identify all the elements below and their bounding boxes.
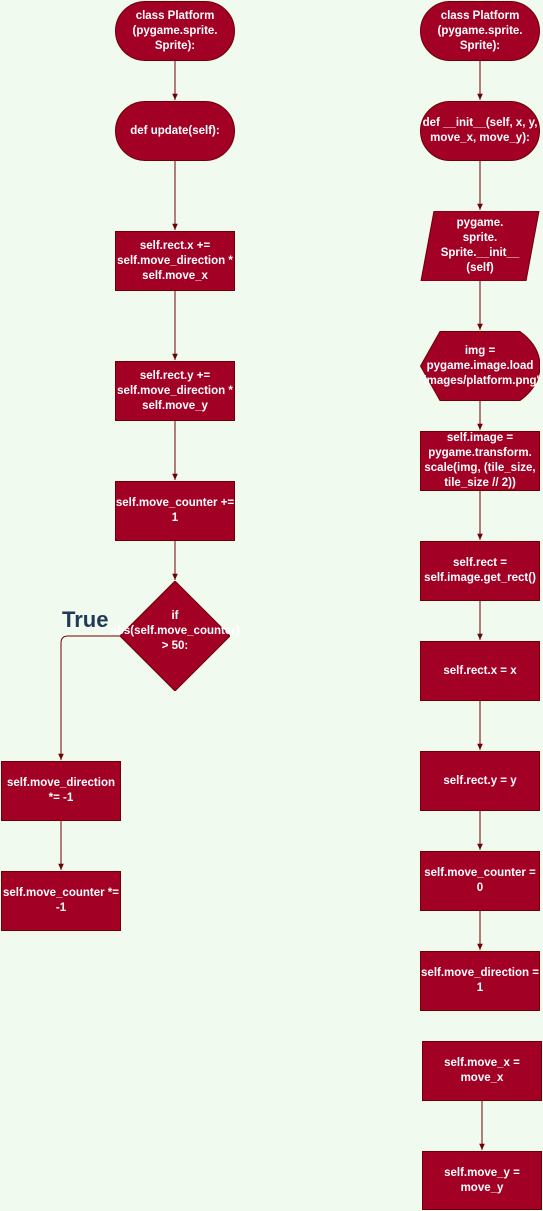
node-label: self.rect.y += self.move_direction * sel… xyxy=(117,369,233,412)
node-label: self.rect.x += self.move_direction * sel… xyxy=(117,239,233,282)
node-label: self.move_direction *= -1 xyxy=(6,777,115,804)
node-label: if abs(self.move_counter) > 50: xyxy=(110,609,240,652)
update-class-node[interactable]: class Platform (pygame.sprite. Sprite): xyxy=(115,1,235,61)
decision-node[interactable]: if abs(self.move_counter) > 50: xyxy=(110,581,240,691)
node-label: self.move_x = move_x xyxy=(444,1057,520,1084)
node-label: self.move_y = move_y xyxy=(444,1166,520,1194)
node-label: img = pygame.image.load ('images/platfor… xyxy=(420,344,540,387)
img-load-node[interactable]: img = pygame.image.load ('images/platfor… xyxy=(420,331,540,401)
diamond-shape xyxy=(120,581,230,691)
rect-y-step-node[interactable]: self.rect.y += self.move_direction * sel… xyxy=(115,361,235,421)
image-scale-node[interactable]: self.image = pygame.transform. scale(img… xyxy=(420,431,540,491)
counter-step-node[interactable]: self.move_counter += 1 xyxy=(115,481,235,541)
node-label: def update(self): xyxy=(130,124,220,137)
node-label: self.image = pygame.transform. scale(img… xyxy=(424,432,536,489)
set-direction-node[interactable]: self.move_direction = 1 xyxy=(420,951,540,1011)
node-label: self.rect.x = x xyxy=(443,664,517,677)
set-move-y-node[interactable]: self.move_y = move_y xyxy=(422,1151,542,1210)
rect-x-step-node[interactable]: self.rect.x += self.move_direction * sel… xyxy=(115,231,235,291)
set-y-node[interactable]: self.rect.y = y xyxy=(420,751,540,811)
node-label: pygame. sprite. Sprite.__init__ (self) xyxy=(440,217,520,274)
node-label: class Platform (pygame.sprite. Sprite): xyxy=(132,9,218,52)
init-class-node[interactable]: class Platform (pygame.sprite. Sprite): xyxy=(420,1,540,61)
def-init-node[interactable]: def __init__(self, x, y, move_x, move_y)… xyxy=(420,101,540,161)
node-label: self.move_direction = 1 xyxy=(421,967,539,994)
flip-counter-node[interactable]: self.move_counter *= -1 xyxy=(1,871,121,931)
node-label: self.move_counter = 0 xyxy=(424,867,536,894)
parallelogram-shape xyxy=(420,211,540,281)
node-label: class Platform (pygame.sprite. Sprite): xyxy=(437,9,523,52)
node-label: self.move_counter += 1 xyxy=(115,497,235,524)
set-counter-node[interactable]: self.move_counter = 0 xyxy=(420,851,540,911)
node-label: self.rect.y = y xyxy=(443,774,517,787)
super-init-node[interactable]: pygame. sprite. Sprite.__init__ (self) xyxy=(420,211,540,281)
set-move-x-node[interactable]: self.move_x = move_x xyxy=(422,1041,542,1101)
true-edge-label: True xyxy=(62,607,109,632)
node-label: def __init__(self, x, y, move_x, move_y)… xyxy=(422,117,538,144)
def-update-node[interactable]: def update(self): xyxy=(115,101,235,161)
edge-decision-true xyxy=(58,635,120,760)
node-label: self.move_counter *= -1 xyxy=(2,887,119,914)
flip-direction-node[interactable]: self.move_direction *= -1 xyxy=(1,761,121,821)
set-x-node[interactable]: self.rect.x = x xyxy=(420,641,540,701)
node-label: self.rect = self.image.get_rect() xyxy=(424,557,536,584)
get-rect-node[interactable]: self.rect = self.image.get_rect() xyxy=(420,541,540,601)
